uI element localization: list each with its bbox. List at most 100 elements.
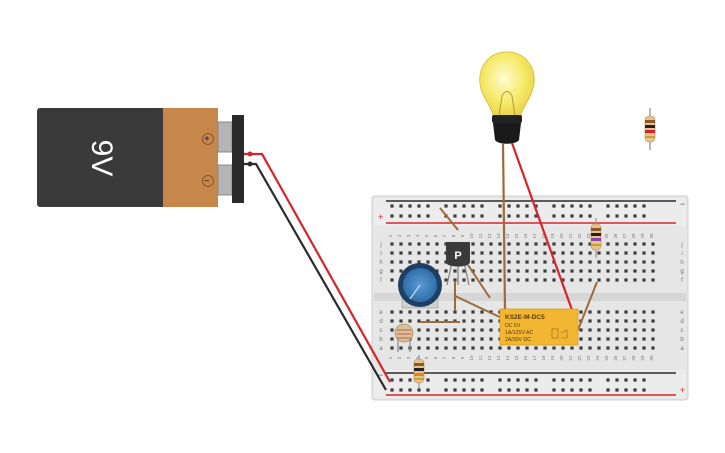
- breadboard-hole[interactable]: [633, 251, 637, 255]
- breadboard-hole[interactable]: [525, 378, 529, 382]
- breadboard-hole[interactable]: [624, 319, 628, 323]
- breadboard-hole[interactable]: [561, 251, 565, 255]
- breadboard-hole[interactable]: [588, 337, 592, 341]
- breadboard-hole[interactable]: [462, 269, 466, 273]
- breadboard-hole[interactable]: [399, 319, 403, 323]
- breadboard-hole[interactable]: [651, 260, 655, 264]
- breadboard-hole[interactable]: [453, 269, 457, 273]
- breadboard-hole[interactable]: [633, 204, 637, 208]
- breadboard-hole[interactable]: [579, 242, 583, 246]
- breadboard-hole[interactable]: [399, 388, 403, 392]
- breadboard-hole[interactable]: [408, 319, 412, 323]
- breadboard-hole[interactable]: [624, 251, 628, 255]
- breadboard-hole[interactable]: [462, 378, 466, 382]
- breadboard-hole[interactable]: [498, 251, 502, 255]
- breadboard-hole[interactable]: [426, 310, 430, 314]
- breadboard-hole[interactable]: [498, 260, 502, 264]
- battery-terminal-positive[interactable]: [217, 121, 233, 153]
- breadboard-hole[interactable]: [588, 378, 592, 382]
- breadboard-hole[interactable]: [399, 251, 403, 255]
- breadboard-hole[interactable]: [462, 214, 466, 218]
- breadboard-hole[interactable]: [534, 278, 538, 282]
- breadboard-hole[interactable]: [633, 337, 637, 341]
- breadboard-hole[interactable]: [552, 251, 556, 255]
- breadboard-hole[interactable]: [552, 204, 556, 208]
- breadboard-hole[interactable]: [561, 260, 565, 264]
- breadboard-hole[interactable]: [615, 346, 619, 350]
- breadboard-hole[interactable]: [444, 269, 448, 273]
- breadboard-hole[interactable]: [525, 251, 529, 255]
- breadboard-hole[interactable]: [480, 204, 484, 208]
- breadboard-hole[interactable]: [534, 260, 538, 264]
- breadboard-hole[interactable]: [453, 310, 457, 314]
- breadboard-hole[interactable]: [453, 337, 457, 341]
- breadboard-hole[interactable]: [480, 346, 484, 350]
- breadboard-hole[interactable]: [471, 346, 475, 350]
- breadboard-hole[interactable]: [435, 251, 439, 255]
- breadboard-hole[interactable]: [498, 269, 502, 273]
- breadboard-hole[interactable]: [606, 278, 610, 282]
- breadboard-hole[interactable]: [615, 269, 619, 273]
- breadboard-hole[interactable]: [390, 242, 394, 246]
- breadboard-hole[interactable]: [642, 346, 646, 350]
- breadboard-hole[interactable]: [471, 251, 475, 255]
- breadboard-hole[interactable]: [399, 378, 403, 382]
- breadboard-hole[interactable]: [570, 388, 574, 392]
- breadboard-hole[interactable]: [453, 204, 457, 208]
- breadboard-hole[interactable]: [606, 328, 610, 332]
- breadboard-hole[interactable]: [390, 214, 394, 218]
- breadboard-hole[interactable]: [390, 328, 394, 332]
- breadboard-hole[interactable]: [426, 328, 430, 332]
- breadboard-hole[interactable]: [399, 346, 403, 350]
- breadboard-hole[interactable]: [597, 310, 601, 314]
- breadboard-hole[interactable]: [633, 310, 637, 314]
- breadboard-hole[interactable]: [480, 242, 484, 246]
- breadboard-hole[interactable]: [588, 251, 592, 255]
- breadboard-hole[interactable]: [489, 242, 493, 246]
- breadboard-hole[interactable]: [399, 260, 403, 264]
- breadboard-hole[interactable]: [579, 378, 583, 382]
- breadboard-hole[interactable]: [552, 278, 556, 282]
- breadboard-hole[interactable]: [534, 214, 538, 218]
- breadboard-hole[interactable]: [570, 269, 574, 273]
- breadboard-hole[interactable]: [642, 242, 646, 246]
- breadboard-hole[interactable]: [624, 269, 628, 273]
- breadboard-hole[interactable]: [507, 269, 511, 273]
- breadboard-hole[interactable]: [552, 378, 556, 382]
- breadboard-hole[interactable]: [525, 269, 529, 273]
- breadboard-hole[interactable]: [462, 388, 466, 392]
- breadboard-hole[interactable]: [606, 319, 610, 323]
- breadboard-hole[interactable]: [444, 278, 448, 282]
- breadboard-hole[interactable]: [408, 378, 412, 382]
- breadboard-hole[interactable]: [642, 378, 646, 382]
- breadboard-hole[interactable]: [561, 269, 565, 273]
- breadboard-hole[interactable]: [489, 346, 493, 350]
- resistor-bottom[interactable]: [413, 355, 425, 388]
- breadboard-hole[interactable]: [489, 319, 493, 323]
- breadboard-hole[interactable]: [390, 251, 394, 255]
- breadboard-hole[interactable]: [615, 337, 619, 341]
- breadboard-hole[interactable]: [426, 378, 430, 382]
- breadboard-hole[interactable]: [633, 319, 637, 323]
- breadboard-hole[interactable]: [633, 242, 637, 246]
- breadboard-hole[interactable]: [390, 269, 394, 273]
- breadboard-hole[interactable]: [408, 204, 412, 208]
- breadboard-hole[interactable]: [588, 278, 592, 282]
- breadboard-hole[interactable]: [417, 337, 421, 341]
- breadboard-hole[interactable]: [507, 278, 511, 282]
- breadboard-hole[interactable]: [498, 204, 502, 208]
- breadboard-hole[interactable]: [633, 328, 637, 332]
- breadboard-hole[interactable]: [597, 269, 601, 273]
- breadboard-hole[interactable]: [444, 204, 448, 208]
- breadboard-hole[interactable]: [651, 269, 655, 273]
- breadboard-hole[interactable]: [399, 214, 403, 218]
- breadboard-hole[interactable]: [498, 378, 502, 382]
- breadboard-hole[interactable]: [642, 251, 646, 255]
- breadboard-hole[interactable]: [471, 204, 475, 208]
- breadboard-hole[interactable]: [408, 260, 412, 264]
- breadboard-hole[interactable]: [435, 337, 439, 341]
- breadboard-hole[interactable]: [588, 214, 592, 218]
- breadboard-hole[interactable]: [399, 204, 403, 208]
- breadboard-hole[interactable]: [561, 214, 565, 218]
- breadboard-hole[interactable]: [597, 278, 601, 282]
